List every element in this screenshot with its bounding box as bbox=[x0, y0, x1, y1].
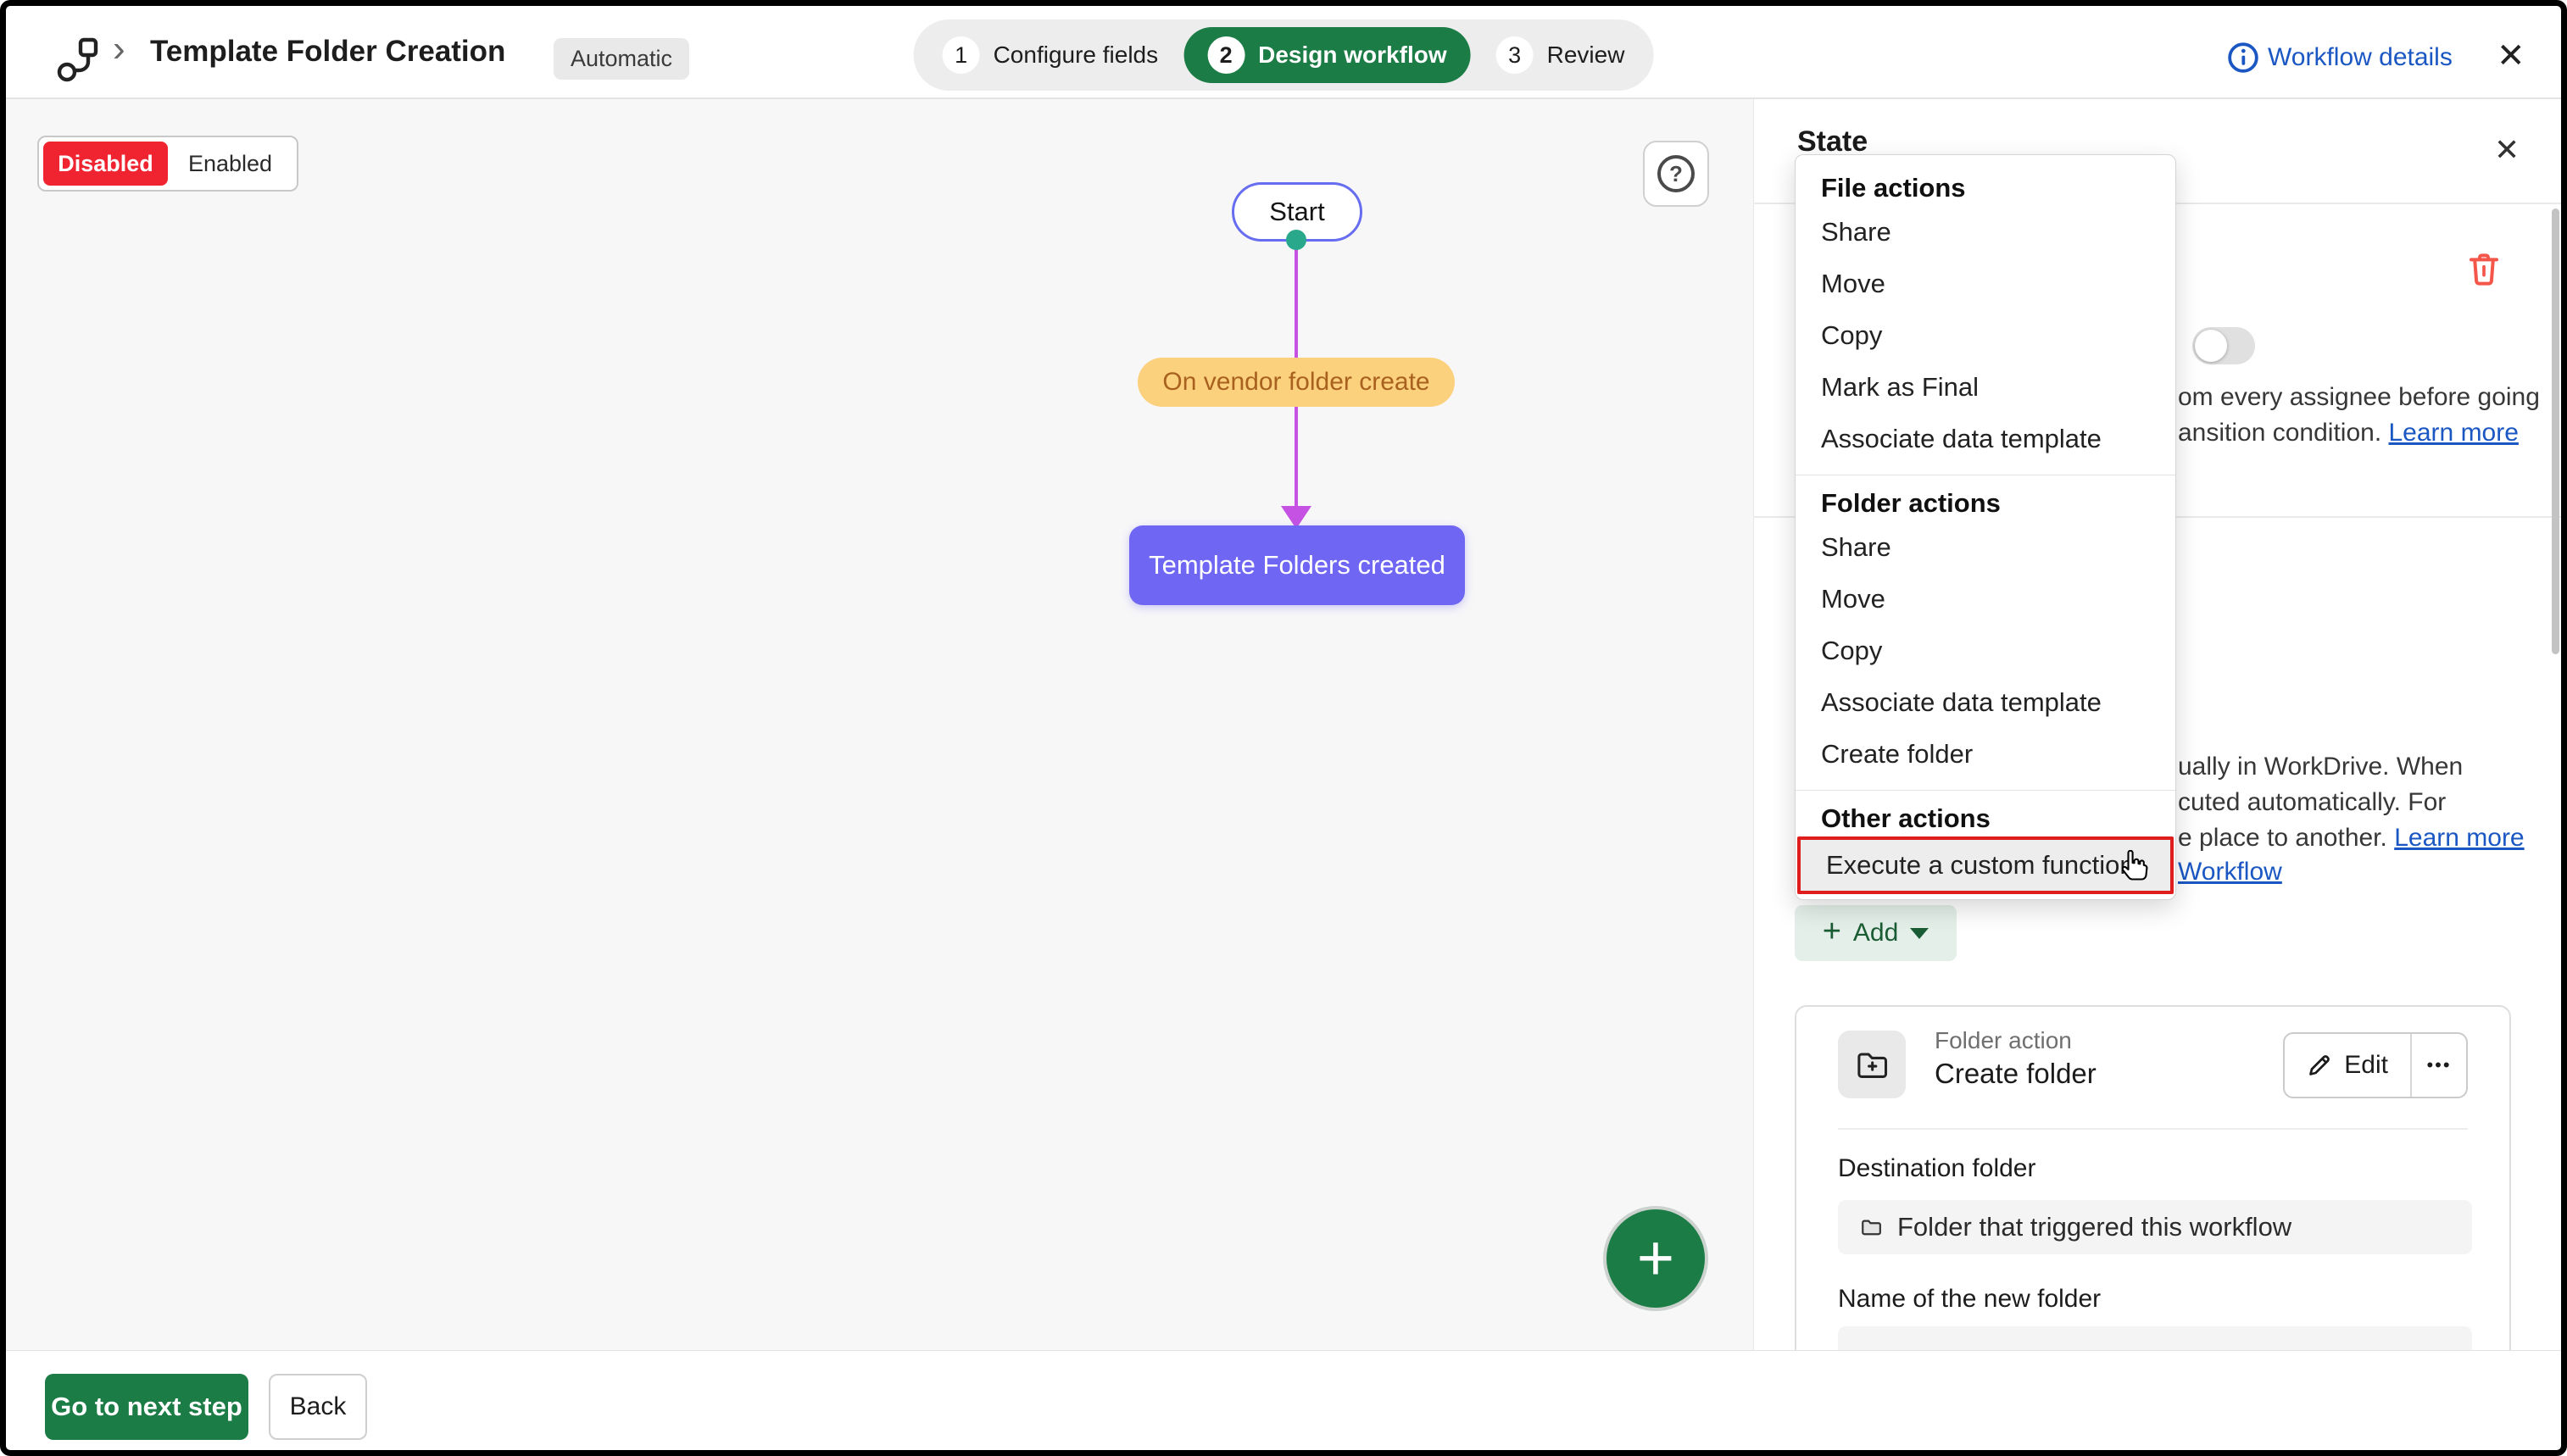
button-divider bbox=[2410, 1034, 2412, 1097]
state-node[interactable]: Template Folders created bbox=[1129, 525, 1465, 605]
workflow-details-link[interactable]: Workflow details bbox=[2268, 43, 2453, 71]
page-title: Template Folder Creation bbox=[150, 35, 506, 68]
menu-item-folder-share[interactable]: Share bbox=[1821, 532, 1891, 562]
hand-cursor-icon bbox=[2121, 850, 2148, 881]
folder-icon bbox=[1862, 1220, 1881, 1236]
workflow-canvas[interactable] bbox=[6, 99, 1753, 1350]
add-state-fab[interactable]: + bbox=[1603, 1206, 1708, 1311]
trigger-pill[interactable]: On vendor folder create bbox=[1138, 358, 1455, 407]
step-review[interactable]: 3 Review bbox=[1495, 36, 1625, 74]
learn-more-link[interactable]: Learn more bbox=[2388, 419, 2519, 447]
clipped-text-line: om every assignee before going bbox=[2178, 383, 2540, 411]
edit-split-button: Edit ••• bbox=[2283, 1032, 2468, 1098]
menu-section-header: File actions bbox=[1821, 173, 1966, 203]
stepper: 1 Configure fields 2 Design workflow 3 R… bbox=[913, 19, 1654, 91]
close-icon[interactable]: ✕ bbox=[2497, 37, 2525, 75]
step-1-label: Configure fields bbox=[993, 42, 1159, 68]
step-2-number: 2 bbox=[1207, 36, 1245, 74]
folder-plus-icon bbox=[1857, 1053, 1888, 1078]
clipped-text-line: ually in WorkDrive. When bbox=[2178, 753, 2464, 781]
help-button[interactable]: ? bbox=[1643, 141, 1709, 207]
clipped-text-line: ansition condition. Learn more bbox=[2178, 419, 2519, 447]
enable-toggle-group: Disabled Enabled bbox=[37, 136, 298, 192]
step-design-workflow[interactable]: 2 Design workflow bbox=[1183, 27, 1471, 83]
menu-item-file-share[interactable]: Share bbox=[1821, 217, 1891, 247]
disabled-button[interactable]: Disabled bbox=[43, 142, 168, 186]
menu-item-file-associate-template[interactable]: Associate data template bbox=[1821, 424, 2102, 453]
menu-item-create-folder[interactable]: Create folder bbox=[1821, 739, 1974, 769]
menu-section-header: Other actions bbox=[1821, 803, 1991, 833]
action-icon-tile bbox=[1838, 1031, 1906, 1098]
trash-icon[interactable] bbox=[2467, 251, 2501, 288]
panel-close-icon[interactable]: ✕ bbox=[2494, 132, 2520, 167]
start-node-connector-dot[interactable] bbox=[1286, 230, 1306, 250]
top-bar: › Template Folder Creation Automatic 1 C… bbox=[6, 6, 2561, 99]
edit-button[interactable]: Edit bbox=[2285, 1034, 2410, 1097]
menu-item-file-move[interactable]: Move bbox=[1821, 269, 1885, 298]
clipped-text-line: e place to another. Learn more bbox=[2178, 824, 2525, 852]
toggle-switch-off[interactable] bbox=[2192, 327, 2255, 364]
menu-item-mark-as-final[interactable]: Mark as Final bbox=[1821, 372, 1980, 402]
automatic-badge: Automatic bbox=[554, 38, 690, 80]
clipped-text-line: Workflow bbox=[2178, 858, 2282, 886]
menu-item-folder-associate-template[interactable]: Associate data template bbox=[1821, 687, 2102, 717]
breadcrumb-chevron-icon: › bbox=[113, 28, 125, 69]
actions-dropdown-menu: File actions Share Move Copy Mark as Fin… bbox=[1795, 154, 2176, 900]
panel-title: State bbox=[1797, 125, 1868, 158]
pencil-icon bbox=[2309, 1055, 2330, 1075]
bottom-bar: Go to next step Back bbox=[6, 1350, 2561, 1450]
info-icon bbox=[2228, 42, 2258, 73]
workflow-edge-arrowhead bbox=[1281, 506, 1311, 529]
destination-folder-field[interactable]: Folder that triggered this workflow bbox=[1838, 1200, 2472, 1254]
menu-item-file-copy[interactable]: Copy bbox=[1821, 320, 1883, 350]
step-1-number: 1 bbox=[942, 36, 980, 74]
more-options-button[interactable]: ••• bbox=[2426, 1054, 2452, 1075]
menu-divider bbox=[1796, 790, 2175, 791]
menu-item-folder-move[interactable]: Move bbox=[1821, 584, 1885, 614]
plus-icon: + bbox=[1636, 1222, 1675, 1294]
question-icon: ? bbox=[1657, 155, 1695, 192]
workflow-link[interactable]: Workflow bbox=[2178, 858, 2282, 886]
step-3-label: Review bbox=[1546, 42, 1625, 68]
scrollbar-thumb[interactable] bbox=[2552, 208, 2559, 654]
menu-item-execute-custom-function[interactable]: Execute a custom function bbox=[1797, 836, 2174, 894]
menu-item-folder-copy[interactable]: Copy bbox=[1821, 636, 1883, 665]
enabled-button[interactable]: Enabled bbox=[187, 150, 273, 176]
action-title: Create folder bbox=[1935, 1058, 2096, 1089]
clipped-text-line: cuted automatically. For bbox=[2178, 788, 2447, 816]
chevron-down-icon bbox=[1910, 927, 1929, 939]
action-type-label: Folder action bbox=[1935, 1027, 2072, 1053]
destination-folder-label: Destination folder bbox=[1838, 1154, 2036, 1182]
learn-more-link[interactable]: Learn more bbox=[2394, 824, 2525, 852]
step-2-label: Design workflow bbox=[1258, 42, 1447, 68]
new-folder-name-label: Name of the new folder bbox=[1838, 1285, 2102, 1313]
go-to-next-step-button[interactable]: Go to next step bbox=[45, 1374, 248, 1440]
menu-section-header: Folder actions bbox=[1821, 488, 2001, 518]
toggle-knob bbox=[2195, 330, 2227, 362]
workflow-icon bbox=[57, 37, 98, 82]
card-divider bbox=[1838, 1128, 2468, 1130]
step-3-number: 3 bbox=[1495, 36, 1534, 74]
add-action-button[interactable]: + Add bbox=[1795, 905, 1957, 961]
plus-icon: + bbox=[1822, 914, 1841, 949]
back-button[interactable]: Back bbox=[269, 1374, 367, 1440]
step-configure-fields[interactable]: 1 Configure fields bbox=[942, 36, 1159, 74]
